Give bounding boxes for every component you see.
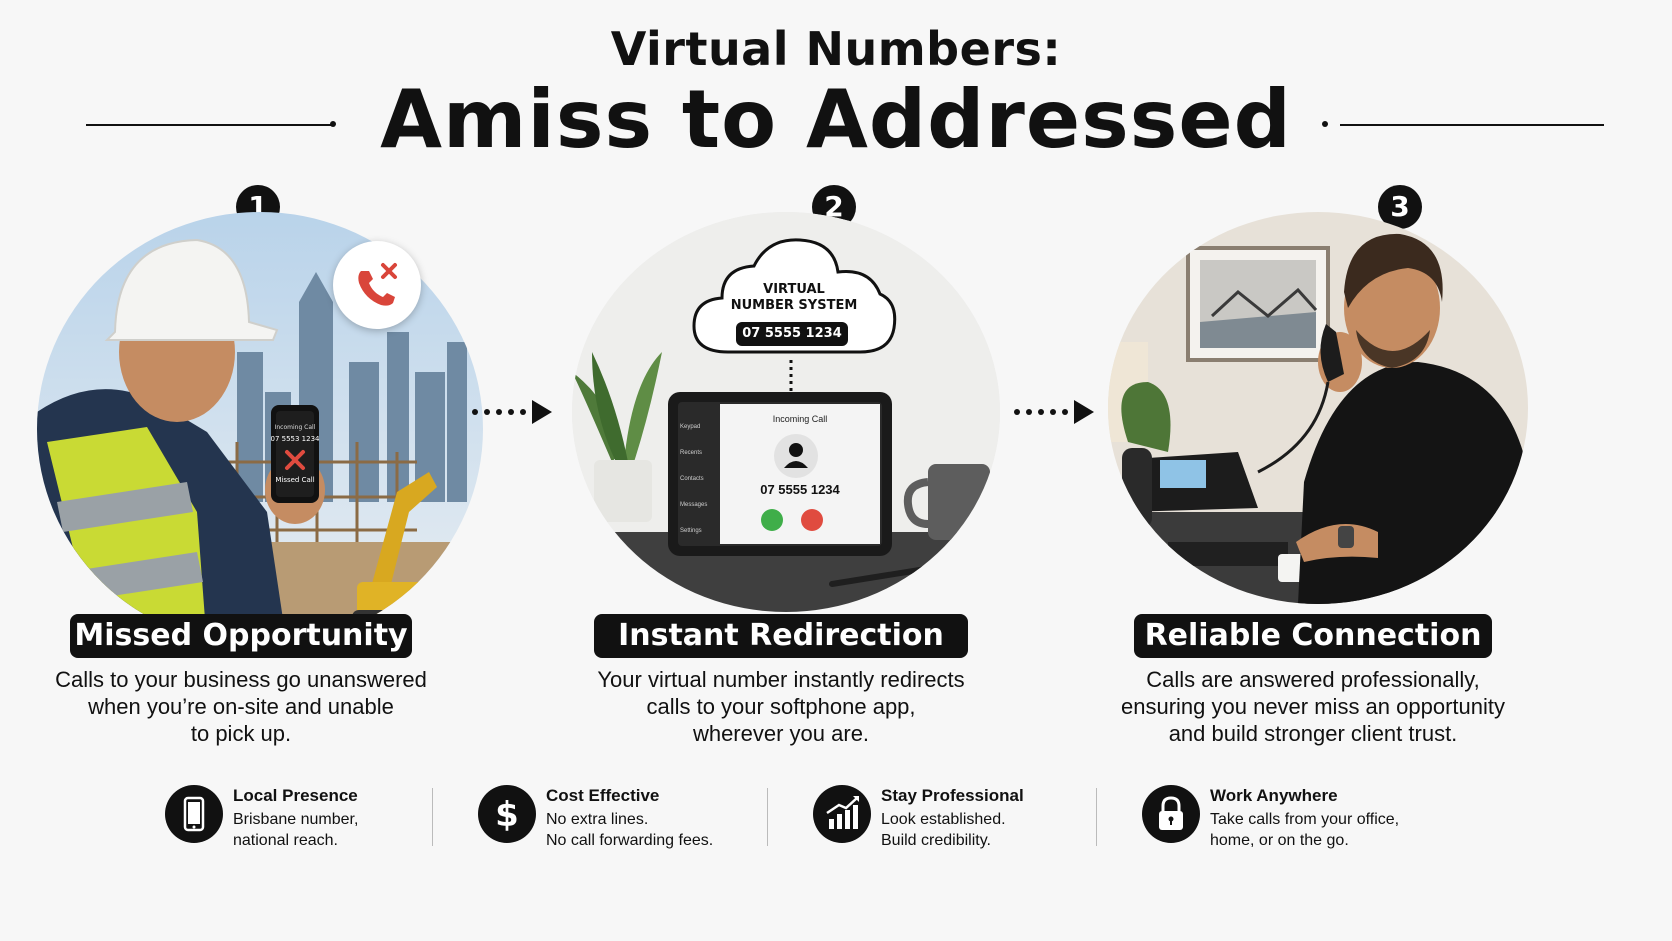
right-divider-line <box>1340 124 1604 126</box>
feature-work-anywhere: Work Anywhere Take calls from your offic… <box>1210 786 1450 851</box>
desk-phone <box>1122 448 1258 528</box>
smartphone-icon <box>165 785 223 843</box>
title-line-2: Amiss to Addressed <box>380 73 1292 166</box>
cloud-label-line2: NUMBER SYSTEM <box>730 298 858 313</box>
phone-incoming-text: Incoming Call <box>275 424 316 431</box>
feature-divider <box>432 788 433 846</box>
dollar-icon: $ <box>478 785 536 843</box>
feature-text: No extra lines. <box>546 811 649 828</box>
step-2-desc-line: calls to your softphone app, <box>646 694 916 719</box>
title-line-1: Virtual Numbers: <box>610 22 1062 76</box>
step-1-description: Calls to your business go unanswered whe… <box>40 666 442 747</box>
padlock-icon <box>1142 785 1200 843</box>
scene-professional-office <box>1108 212 1528 604</box>
flow-arrow-2 <box>1014 400 1104 424</box>
step-1-title: Missed Opportunity <box>70 614 412 658</box>
decline-call-icon[interactable] <box>810 508 834 532</box>
step-3-desc-line: Calls are answered professionally, <box>1146 667 1480 692</box>
softphone-illustration <box>572 212 1000 612</box>
feature-text: Build credibility. <box>881 832 991 849</box>
feature-text: No call forwarding fees. <box>546 832 714 849</box>
feature-cost-effective: Cost Effective No extra lines. No call f… <box>546 786 756 851</box>
svg-text:$: $ <box>495 795 519 835</box>
growth-chart-icon <box>813 785 871 843</box>
feature-divider <box>767 788 768 846</box>
step-1-desc-line: Calls to your business go unanswered <box>55 667 427 692</box>
feature-local-presence: Local Presence Brisbane number, national… <box>233 786 423 851</box>
tablet-incoming-label: Incoming Call <box>772 414 828 424</box>
feature-text: Look established. <box>881 811 1006 828</box>
phone-number-text: 07 5553 1234 <box>271 435 321 443</box>
flow-arrow-1 <box>472 400 562 424</box>
tablet-menu-recents[interactable]: Recents <box>680 450 703 456</box>
tablet-side-menu: Keypad Recents Contacts Messages Setting… <box>680 414 718 544</box>
feature-title: Cost Effective <box>546 786 660 805</box>
tablet-menu-settings[interactable]: Settings <box>680 528 702 534</box>
feature-divider <box>1096 788 1097 846</box>
tablet-menu-messages[interactable]: Messages <box>680 502 708 508</box>
phone-missed-x <box>285 450 305 470</box>
missed-call-icon <box>333 241 421 329</box>
feature-text: Take calls from your office, <box>1210 811 1400 828</box>
cloud-virtual-number-system: VIRTUAL NUMBER SYSTEM 07 5555 1234 <box>688 232 900 360</box>
tablet-menu-keypad[interactable]: Keypad <box>680 424 701 430</box>
left-divider-dot <box>330 121 336 127</box>
feature-text: home, or on the go. <box>1210 832 1349 849</box>
accept-call-icon[interactable] <box>770 508 794 532</box>
tablet-caller-number: 07 5555 1234 <box>760 482 840 497</box>
step-1-desc-line: to pick up. <box>190 721 292 746</box>
feature-stay-professional: Stay Professional Look established. Buil… <box>881 786 1081 851</box>
feature-text: national reach. <box>233 832 338 849</box>
step-2-desc-line: Your virtual number instantly redirects <box>597 667 965 692</box>
scene-softphone-redirect <box>572 212 1000 612</box>
step-3-desc-line: ensuring you never miss an opportunity <box>1121 694 1505 719</box>
office-illustration <box>1108 212 1528 604</box>
step-3-description: Calls are answered professionally, ensur… <box>1100 666 1526 747</box>
step-2-desc-line: wherever you are. <box>692 721 870 746</box>
cloud-number-badge: 07 5555 1234 <box>736 322 848 346</box>
tablet-menu-contacts[interactable]: Contacts <box>680 476 704 482</box>
potted-plant <box>572 352 662 522</box>
step-3-title: Reliable Connection <box>1134 614 1492 658</box>
feature-title: Local Presence <box>233 786 358 805</box>
framed-bridge-picture <box>1186 246 1330 362</box>
step-2-description: Your virtual number instantly redirects … <box>570 666 992 747</box>
phone-missed-text: Missed Call <box>275 476 314 484</box>
step-1-desc-line: when you’re on-site and unable <box>88 694 394 719</box>
right-divider-dot <box>1322 121 1328 127</box>
left-divider-line <box>86 124 332 126</box>
cloud-label-line1: VIRTUAL <box>763 282 825 297</box>
step-3-desc-line: and build stronger client trust. <box>1168 721 1458 746</box>
feature-title: Work Anywhere <box>1210 786 1338 805</box>
feature-text: Brisbane number, <box>233 811 359 828</box>
step-2-title: Instant Redirection <box>594 614 968 658</box>
feature-title: Stay Professional <box>881 786 1024 805</box>
